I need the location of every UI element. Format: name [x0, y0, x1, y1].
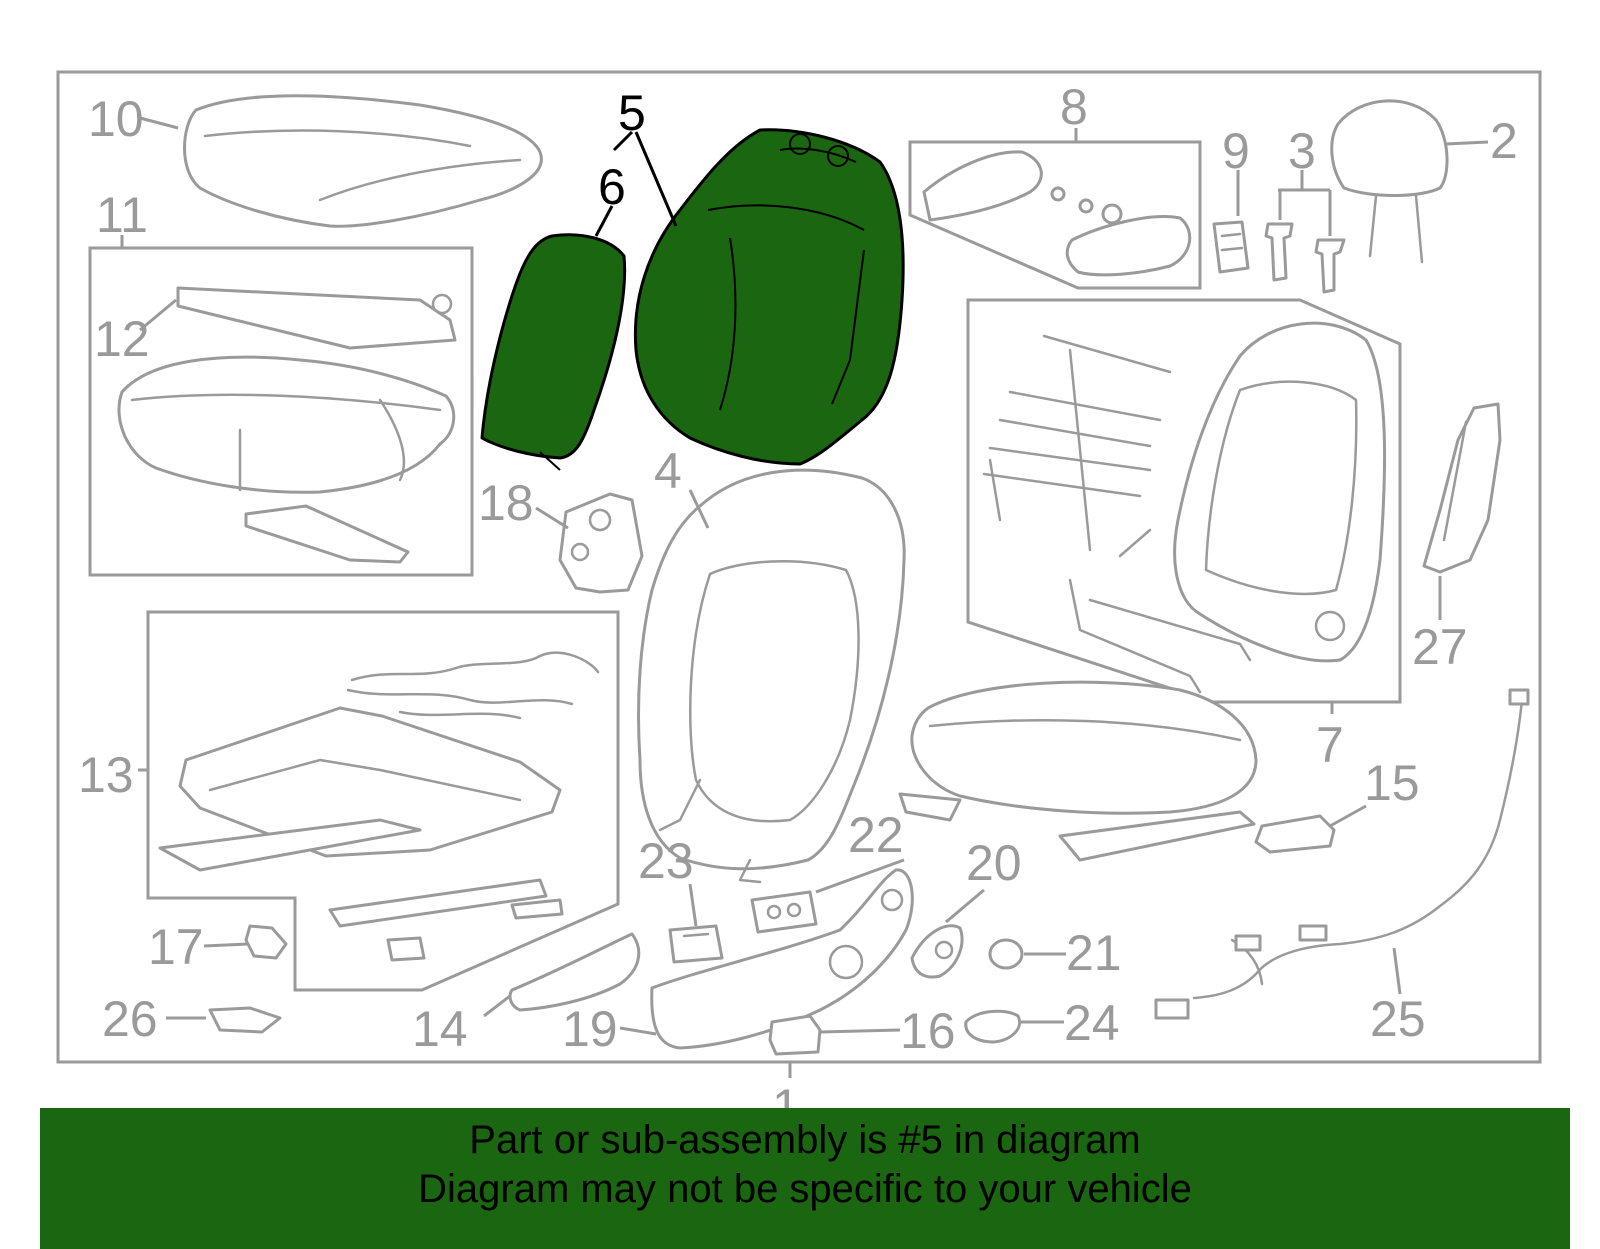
part-3-guides[interactable] [1264, 222, 1346, 294]
part-11-cushion-strip[interactable] [244, 504, 410, 564]
part-22-switch[interactable] [750, 890, 818, 934]
callout-13[interactable]: 13 [78, 747, 134, 803]
part-26-module[interactable] [208, 1006, 282, 1034]
part-seat-cushion-assembly[interactable] [898, 680, 1258, 862]
part-9-switch[interactable] [1212, 220, 1250, 274]
callout-16[interactable]: 16 [900, 1003, 956, 1059]
callout-21[interactable]: 21 [1066, 925, 1122, 981]
part-12-cushion-heater[interactable] [176, 286, 457, 350]
callout-23[interactable]: 23 [638, 833, 694, 889]
part-24-cap[interactable] [964, 1009, 1021, 1044]
part-8-recliner-covers[interactable] [922, 150, 1192, 277]
group-box-11 [88, 246, 474, 577]
callout-18[interactable]: 18 [478, 475, 534, 531]
part-13-seat-adjuster[interactable] [158, 651, 600, 962]
part-21-cap[interactable] [988, 938, 1024, 970]
callout-11[interactable]: 11 [96, 187, 148, 243]
part-17-clip[interactable] [244, 924, 288, 960]
part-19-side-shield[interactable] [650, 868, 914, 1050]
callout-17[interactable]: 17 [148, 919, 204, 975]
callout-4[interactable]: 4 [654, 443, 682, 499]
callout-14[interactable]: 14 [412, 1001, 468, 1057]
callout-8[interactable]: 8 [1060, 79, 1088, 135]
part-23-switch[interactable] [668, 924, 724, 964]
callout-3[interactable]: 3 [1288, 123, 1316, 179]
callout-22[interactable]: 22 [848, 807, 904, 863]
part-10-cushion-cover[interactable] [183, 94, 543, 228]
group-box-8 [908, 140, 1202, 290]
callout-12[interactable]: 12 [94, 311, 150, 367]
callout-19[interactable]: 19 [562, 1001, 618, 1057]
part-16-clip[interactable] [768, 1014, 822, 1056]
info-banner: Part or sub-assembly is #5 in diagram Di… [40, 1108, 1570, 1249]
part-14-trim[interactable] [508, 932, 641, 1012]
part-11-cushion-pad[interactable] [117, 355, 456, 494]
group-box-13 [146, 610, 620, 992]
callout-27[interactable]: 27 [1412, 619, 1468, 675]
banner-line-2: Diagram may not be specific to your vehi… [418, 1167, 1192, 1211]
callout-9[interactable]: 9 [1222, 123, 1250, 179]
callout-labels: 1 2 3 4 5 6 7 8 9 10 11 12 13 14 15 16 1… [78, 79, 1518, 1135]
part-4-seatback-cover[interactable] [637, 468, 906, 884]
leader-lines [120, 116, 1489, 1078]
part-6-pad[interactable] [480, 233, 627, 471]
part-15-module[interactable] [1254, 814, 1336, 854]
callout-6[interactable]: 6 [598, 159, 626, 215]
callout-2[interactable]: 2 [1490, 113, 1518, 169]
callout-24[interactable]: 24 [1064, 995, 1120, 1051]
callout-7[interactable]: 7 [1316, 717, 1344, 773]
part-2-headrest[interactable] [1330, 99, 1449, 264]
callout-25[interactable]: 25 [1370, 991, 1426, 1047]
callout-26[interactable]: 26 [102, 991, 158, 1047]
callout-5[interactable]: 5 [618, 85, 646, 141]
diagram-frame [56, 70, 1542, 1064]
part-18-bracket[interactable] [558, 492, 644, 594]
part-7-seatback-frame[interactable] [982, 321, 1387, 694]
part-5-seatback-pad[interactable] [633, 128, 905, 466]
callout-15[interactable]: 15 [1364, 755, 1420, 811]
part-20-knob[interactable] [910, 924, 964, 979]
callout-10[interactable]: 10 [88, 91, 144, 147]
banner-line-1: Part or sub-assembly is #5 in diagram [469, 1118, 1141, 1162]
callout-20[interactable]: 20 [966, 835, 1022, 891]
part-25-harness[interactable] [1154, 688, 1530, 1020]
part-27-trim-panel[interactable] [1422, 402, 1502, 574]
group-box-7 [966, 298, 1402, 704]
